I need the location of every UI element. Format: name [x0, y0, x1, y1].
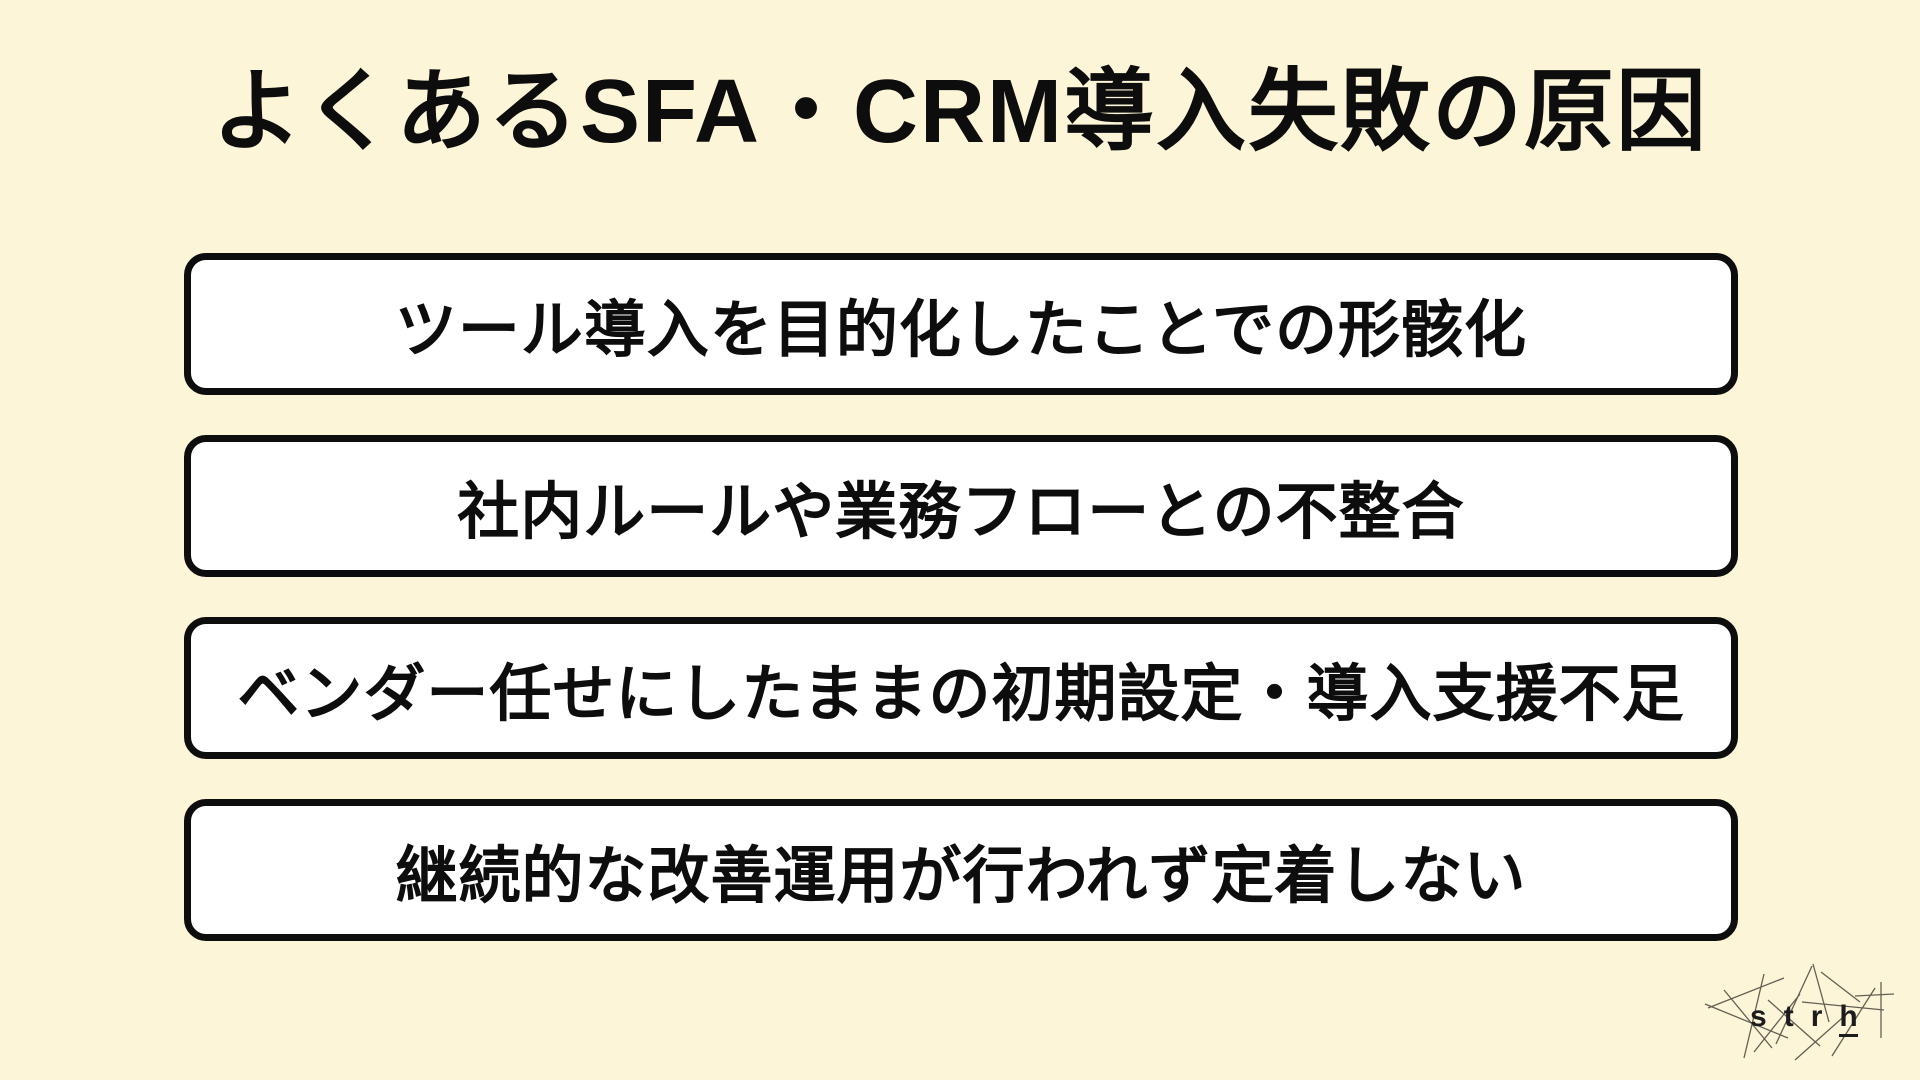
logo-letter-h: h [1839, 1002, 1858, 1037]
cause-label-1: ツール導入を目的化したことでの形骸化 [394, 296, 1528, 365]
logo-letter-r: r [1810, 1000, 1823, 1033]
cause-label-3: ベンダー任せにしたままの初期設定・導入支援不足 [237, 660, 1685, 729]
cause-box-3: ベンダー任せにしたままの初期設定・導入支援不足 [184, 617, 1738, 759]
strh-logo: s t r h [1672, 960, 1902, 1072]
cause-label-2: 社内ルールや業務フローとの不整合 [457, 478, 1465, 547]
cause-box-1: ツール導入を目的化したことでの形骸化 [184, 253, 1738, 395]
logo-scribble-icon [1704, 963, 1895, 1061]
page-title: よくあるSFA・CRM導入失敗の原因 [212, 62, 1708, 162]
logo-letter-s: s [1750, 1000, 1767, 1033]
cause-box-2: 社内ルールや業務フローとの不整合 [184, 435, 1738, 577]
cause-label-4: 継続的な改善運用が行われず定着しない [395, 842, 1527, 911]
cause-box-4: 継続的な改善運用が行われず定着しない [184, 799, 1738, 941]
logo-text: s t r h [1750, 1002, 1858, 1037]
logo-letter-t: t [1783, 1000, 1794, 1033]
